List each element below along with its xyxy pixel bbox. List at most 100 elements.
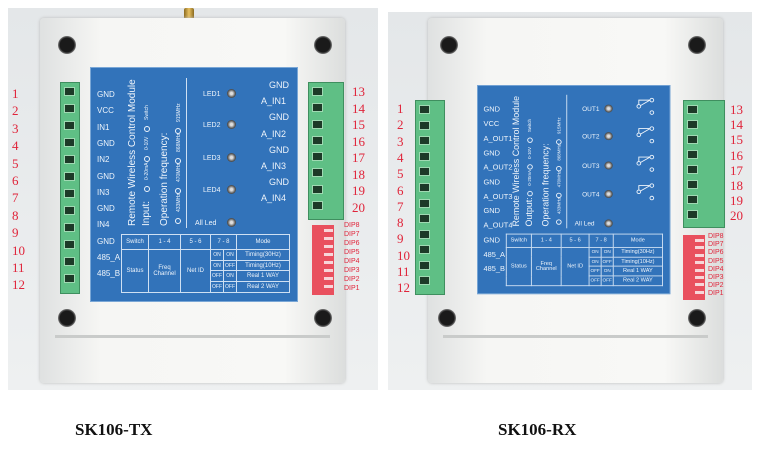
frequency-option: 470MHz bbox=[556, 170, 563, 188]
indicator-label: LED1 bbox=[203, 91, 221, 98]
terminal-screw bbox=[419, 105, 430, 114]
table-cell: OFF bbox=[210, 281, 224, 293]
right-pin-label: A_IN4 bbox=[261, 193, 287, 204]
terminal-number: 8 bbox=[12, 207, 19, 223]
terminal-number: 19 bbox=[352, 183, 365, 198]
pin-label: 485_B bbox=[483, 265, 506, 274]
terminal-number: 3 bbox=[12, 120, 19, 136]
table-cell-freq: Freq Channel bbox=[530, 246, 562, 286]
table-cell: ON bbox=[600, 266, 614, 277]
dip-label: DIP3 bbox=[344, 267, 360, 274]
frequency-option-radio bbox=[175, 188, 181, 194]
table-cell: ON bbox=[210, 259, 224, 272]
terminal-number: 4 bbox=[12, 138, 19, 154]
dip-switch-lever bbox=[695, 253, 704, 257]
table-cell-net: Net ID bbox=[180, 249, 211, 293]
io-option: 0-20mA bbox=[144, 162, 150, 180]
pin-label: A_OUT2 bbox=[483, 163, 513, 172]
device-caption: SK106-TX bbox=[75, 420, 153, 439]
terminal-screw bbox=[687, 195, 698, 204]
dip-switch bbox=[683, 235, 705, 300]
dip-label: DIP5 bbox=[708, 257, 724, 265]
relay-contact-icon bbox=[636, 182, 656, 202]
right-pin-label: A_IN2 bbox=[261, 128, 287, 139]
terminal-number: 11 bbox=[397, 264, 410, 279]
pin-label: GND bbox=[483, 178, 501, 187]
terminal-number: 13 bbox=[352, 84, 365, 99]
terminal-screw bbox=[64, 206, 75, 215]
terminal-number: 17 bbox=[352, 150, 365, 165]
terminal-screw bbox=[419, 120, 430, 130]
terminal-number: 2 bbox=[12, 103, 19, 119]
terminal-screw bbox=[419, 214, 430, 224]
terminal-number: 2 bbox=[397, 117, 404, 133]
table-header-cell: 1 - 4 bbox=[148, 234, 181, 250]
left-terminal-block bbox=[60, 82, 80, 294]
frequency-option: 433MHz bbox=[556, 197, 563, 215]
indicator-label: OUT4 bbox=[582, 191, 600, 199]
terminal-number: 7 bbox=[12, 190, 19, 206]
terminal-screw bbox=[64, 257, 75, 266]
pin-label: 485_A bbox=[483, 250, 506, 259]
table-cell: OFF bbox=[600, 256, 614, 267]
terminal-number: 5 bbox=[397, 166, 404, 182]
terminal-screw bbox=[687, 210, 698, 219]
io-option-radio bbox=[527, 137, 533, 143]
dip-switch-lever bbox=[324, 269, 333, 272]
table-cell: OFF bbox=[210, 270, 224, 283]
indicator-label: OUT3 bbox=[582, 163, 600, 170]
dip-label: DIP1 bbox=[708, 290, 724, 298]
table-header-cell: 5 - 6 bbox=[560, 233, 590, 248]
terminal-screw bbox=[312, 200, 323, 210]
io-option-radio bbox=[144, 186, 150, 192]
terminal-screw bbox=[419, 167, 430, 177]
terminal-screw bbox=[687, 180, 698, 189]
terminal-screw bbox=[64, 155, 75, 164]
mounting-hole bbox=[58, 309, 76, 327]
module-title: Remote Wireless Control Module bbox=[127, 79, 138, 226]
pin-label: IN4 bbox=[97, 220, 110, 230]
dip-switch-lever bbox=[695, 283, 704, 287]
mounting-hole bbox=[314, 309, 332, 327]
indicator-led bbox=[604, 190, 613, 199]
mounting-hole bbox=[314, 36, 332, 54]
terminal-number: 20 bbox=[352, 199, 365, 215]
terminal-number: 14 bbox=[730, 117, 743, 133]
indicator-label: OUT2 bbox=[582, 133, 600, 141]
table-header-cell: 5 - 6 bbox=[180, 234, 211, 250]
frequency-option-radio bbox=[175, 218, 181, 224]
frequency-option-radio bbox=[175, 128, 181, 134]
table-cell: Timing(10Hz) bbox=[612, 256, 664, 267]
terminal-screw bbox=[312, 87, 323, 96]
terminal-screw bbox=[687, 165, 698, 174]
pin-label: GND bbox=[483, 236, 501, 245]
io-option: 0-10V bbox=[144, 136, 150, 150]
right-terminal-block bbox=[308, 82, 344, 220]
dip-switch-lever bbox=[695, 290, 704, 294]
mounting-hole bbox=[438, 309, 456, 327]
dip-label: DIP7 bbox=[344, 231, 360, 238]
terminal-screw bbox=[419, 276, 430, 286]
table-cell: OFF bbox=[588, 266, 602, 277]
terminal-number: 18 bbox=[730, 178, 743, 193]
dip-label: DIP3 bbox=[708, 274, 724, 281]
dip-switch-lever bbox=[324, 285, 333, 288]
device-caption: SK106-RX bbox=[498, 420, 577, 439]
right-pin-label: GND bbox=[269, 177, 289, 188]
io-option: 0-20mA bbox=[527, 169, 533, 186]
terminal-number: 15 bbox=[352, 117, 365, 132]
indicator-label: All Led bbox=[195, 220, 217, 227]
dip-switch-lever bbox=[324, 245, 333, 248]
terminal-number: 9 bbox=[397, 231, 404, 247]
dip-label: DIP2 bbox=[708, 282, 724, 290]
indicator-led bbox=[227, 153, 236, 162]
io-option-radio bbox=[144, 126, 150, 132]
table-cell: ON bbox=[600, 246, 614, 258]
indicator-label: LED2 bbox=[203, 122, 221, 129]
table-header-cell: Mode bbox=[236, 234, 290, 250]
frequency-option: 470MHz bbox=[176, 163, 182, 182]
table-cell: Timing(30Hz) bbox=[236, 249, 290, 261]
terminal-screw bbox=[64, 121, 75, 130]
table-header-cell: Mode bbox=[612, 233, 664, 248]
terminal-number: 9 bbox=[12, 225, 19, 241]
